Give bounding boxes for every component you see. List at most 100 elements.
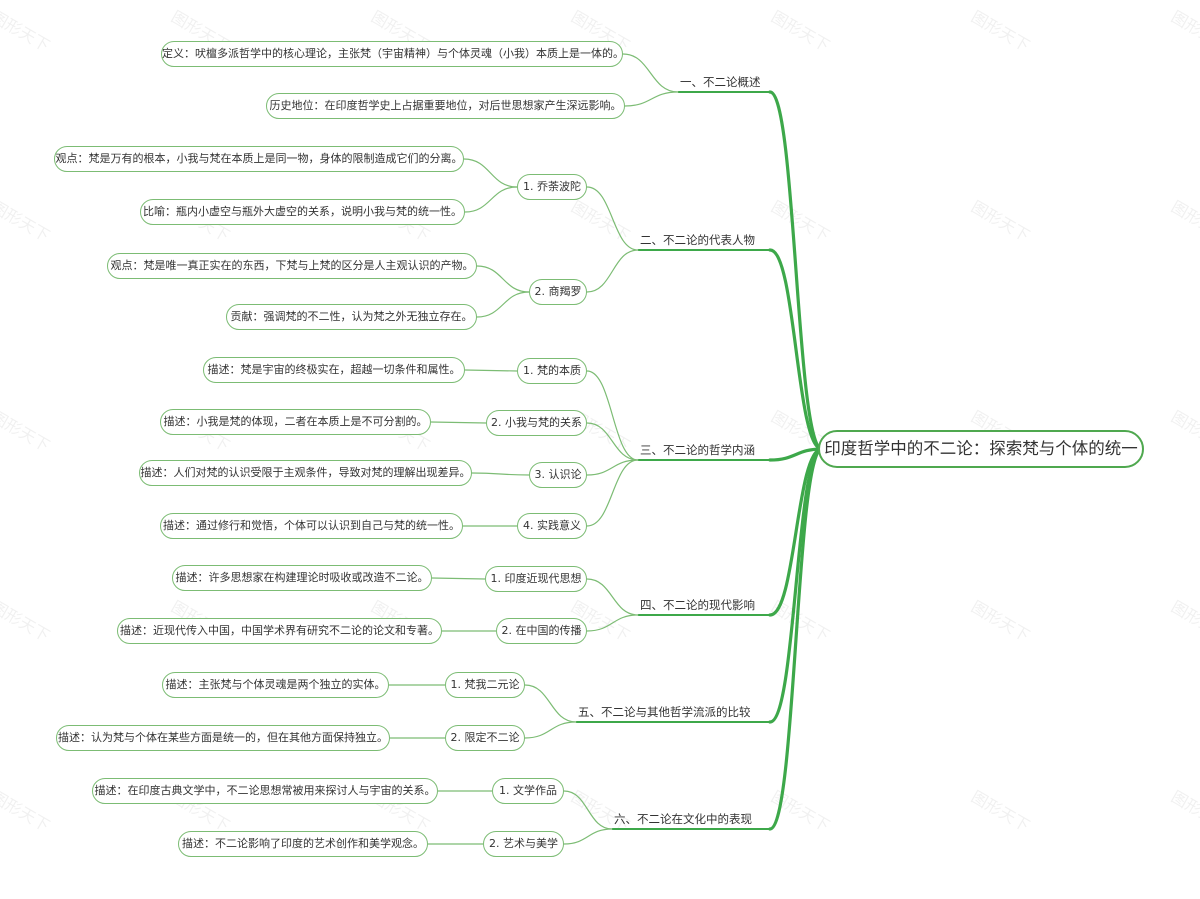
subtopic-label: 2. 商羯罗 <box>534 285 582 298</box>
main-branch-connector <box>768 447 824 462</box>
leaf-historical-status[interactable]: 历史地位：在印度哲学史上占据重要地位，对后世思想家产生深远影响。 <box>266 93 625 119</box>
leaf-dualism-description[interactable]: 描述：主张梵与个体灵魂是两个独立的实体。 <box>162 672 389 698</box>
leaf-connector <box>476 265 530 293</box>
main-branch-connector <box>768 447 824 617</box>
sub-branch-connector <box>524 684 577 723</box>
sub-branch-connector <box>563 790 613 830</box>
leaf-label: 描述：通过修行和觉悟，个体可以认识到自己与梵的统一性。 <box>163 519 460 532</box>
leaf-china-description[interactable]: 描述：近现代传入中国，中国学术界有研究不二论的论文和专著。 <box>117 618 442 644</box>
subtopic-label: 1. 乔荼波陀 <box>523 180 581 193</box>
leaf-definition[interactable]: 定义：吠檀多派哲学中的核心理论，主张梵（宇宙精神）与个体灵魂（小我）本质上是一体… <box>161 41 624 67</box>
leaf-relation-description[interactable]: 描述：小我是梵的体现，二者在本质上是不可分割的。 <box>160 409 431 435</box>
subtopic-label: 2. 限定不二论 <box>450 731 520 744</box>
subtopic-label: 2. 在中国的传播 <box>501 624 582 637</box>
branch-6-topic[interactable]: 六、不二论在文化中的表现 <box>612 809 770 829</box>
leaf-label: 定义：吠檀多派哲学中的核心理论，主张梵（宇宙精神）与个体灵魂（小我）本质上是一体… <box>162 47 624 60</box>
leaf-connector <box>476 291 530 318</box>
main-branch-connector <box>768 248 824 451</box>
sub-branch-connector <box>586 459 639 527</box>
branch-3-topic[interactable]: 三、不二论的哲学内涵 <box>638 440 770 460</box>
leaf-label: 观点：梵是唯一真正实在的东西，下梵与上梵的区分是人主观认识的产物。 <box>110 259 474 272</box>
leaf-epistemology-description[interactable]: 描述：人们对梵的认识受限于主观条件，导致对梵的理解出现差异。 <box>139 460 472 486</box>
subtopic-art-aesthetics[interactable]: 2. 艺术与美学 <box>483 831 564 857</box>
subtopic-label: 1. 梵我二元论 <box>450 678 520 691</box>
leaf-label: 描述：不二论影响了印度的艺术创作和美学观念。 <box>182 837 424 850</box>
leaf-label: 历史地位：在印度哲学史上占据重要地位，对后世思想家产生深远影响。 <box>269 99 622 112</box>
branch-label: 五、不二论与其他哲学流派的比较 <box>578 705 751 719</box>
sub-branch-connector <box>586 249 639 293</box>
branch-label: 四、不二论的现代影响 <box>640 598 755 612</box>
leaf-connector <box>471 472 530 476</box>
leaf-gaudapada-metaphor[interactable]: 比喻：瓶内小虚空与瓶外大虚空的关系，说明小我与梵的统一性。 <box>140 199 465 225</box>
branch-label: 六、不二论在文化中的表现 <box>614 812 752 826</box>
leaf-art-description[interactable]: 描述：不二论影响了印度的艺术创作和美学观念。 <box>178 831 428 857</box>
sub-branch-connector <box>586 370 639 461</box>
sub-branch-connector <box>622 53 679 93</box>
sub-branch-connector <box>524 721 577 739</box>
subtopic-qualified-nondualism[interactable]: 2. 限定不二论 <box>445 725 525 751</box>
subtopic-self-brahman-relation[interactable]: 2. 小我与梵的关系 <box>486 410 587 436</box>
leaf-label: 描述：人们对梵的认识受限于主观条件，导致对梵的理解出现差异。 <box>140 466 471 479</box>
leaf-shankara-contribution[interactable]: 贡献：强调梵的不二性，认为梵之外无独立存在。 <box>226 304 477 330</box>
main-branch-connector <box>768 447 824 831</box>
sub-branch-connector <box>586 578 639 616</box>
sub-branch-connector <box>624 91 679 107</box>
sub-branch-connector <box>586 422 639 461</box>
subtopic-label: 1. 印度近现代思想 <box>490 572 582 585</box>
subtopic-modern-indian-thought[interactable]: 1. 印度近现代思想 <box>485 566 587 592</box>
subtopic-label: 3. 认识论 <box>534 468 582 481</box>
leaf-qualified-description[interactable]: 描述：认为梵与个体在某些方面是统一的，但在其他方面保持独立。 <box>56 725 390 751</box>
branch-5-topic[interactable]: 五、不二论与其他哲学流派的比较 <box>576 702 770 722</box>
root-topic[interactable]: 印度哲学中的不二论：探索梵与个体的统一 <box>818 430 1144 468</box>
subtopic-practical-meaning[interactable]: 4. 实践意义 <box>517 513 587 539</box>
leaf-connector <box>463 158 518 188</box>
branch-2-topic[interactable]: 二、不二论的代表人物 <box>638 230 770 250</box>
subtopic-epistemology[interactable]: 3. 认识论 <box>529 462 587 488</box>
sub-branch-connector <box>586 186 639 251</box>
branch-4-topic[interactable]: 四、不二论的现代影响 <box>638 595 770 615</box>
sub-branch-connector <box>586 614 639 632</box>
leaf-shankara-view[interactable]: 观点：梵是唯一真正实在的东西，下梵与上梵的区分是人主观认识的产物。 <box>107 253 477 279</box>
root-topic-label: 印度哲学中的不二论：探索梵与个体的统一 <box>824 439 1138 458</box>
branch-1-topic[interactable]: 一、不二论概述 <box>678 72 770 92</box>
leaf-connector <box>430 421 487 424</box>
sub-branch-connector <box>586 459 639 476</box>
subtopic-spread-in-china[interactable]: 2. 在中国的传播 <box>496 618 587 644</box>
leaf-label: 描述：在印度古典文学中，不二论思想常被用来探讨人与宇宙的关系。 <box>94 784 436 797</box>
leaf-label: 描述：许多思想家在构建理论时吸收或改造不二论。 <box>175 571 429 584</box>
subtopic-dualism[interactable]: 1. 梵我二元论 <box>445 672 525 698</box>
branch-label: 二、不二论的代表人物 <box>640 233 755 247</box>
leaf-label: 描述：小我是梵的体现，二者在本质上是不可分割的。 <box>163 415 428 428</box>
leaf-modern-indian-description[interactable]: 描述：许多思想家在构建理论时吸收或改造不二论。 <box>172 565 432 591</box>
leaf-connector <box>464 369 518 372</box>
main-branch-connector <box>768 90 824 451</box>
leaf-connector <box>431 577 486 580</box>
subtopic-shankara[interactable]: 2. 商羯罗 <box>529 279 587 305</box>
leaf-label: 观点：梵是万有的根本，小我与梵在本质上是同一物，身体的限制造成它们的分离。 <box>55 152 463 165</box>
leaf-label: 描述：近现代传入中国，中国学术界有研究不二论的论文和专著。 <box>120 624 439 637</box>
leaf-label: 贡献：强调梵的不二性，认为梵之外无独立存在。 <box>230 310 473 323</box>
subtopic-label: 1. 文学作品 <box>499 784 557 797</box>
subtopic-label: 2. 艺术与美学 <box>489 837 558 850</box>
leaf-label: 描述：梵是宇宙的终极实在，超越一切条件和属性。 <box>207 363 461 376</box>
leaf-connector <box>464 186 518 213</box>
branch-label: 一、不二论概述 <box>680 75 761 89</box>
subtopic-label: 2. 小我与梵的关系 <box>491 416 582 429</box>
subtopic-label: 1. 梵的本质 <box>523 364 581 377</box>
leaf-literature-description[interactable]: 描述：在印度古典文学中，不二论思想常被用来探讨人与宇宙的关系。 <box>92 778 438 804</box>
branch-label: 三、不二论的哲学内涵 <box>640 443 755 457</box>
sub-branch-connector <box>563 828 613 845</box>
subtopic-gaudapada[interactable]: 1. 乔荼波陀 <box>517 174 587 200</box>
leaf-label: 描述：认为梵与个体在某些方面是统一的，但在其他方面保持独立。 <box>58 731 388 744</box>
subtopic-nature-of-brahman[interactable]: 1. 梵的本质 <box>517 358 587 384</box>
leaf-practice-description[interactable]: 描述：通过修行和觉悟，个体可以认识到自己与梵的统一性。 <box>160 513 463 539</box>
subtopic-literature[interactable]: 1. 文学作品 <box>492 778 564 804</box>
subtopic-label: 4. 实践意义 <box>523 519 581 532</box>
leaf-label: 描述：主张梵与个体灵魂是两个独立的实体。 <box>165 678 386 691</box>
leaf-nature-description[interactable]: 描述：梵是宇宙的终极实在，超越一切条件和属性。 <box>203 357 465 383</box>
leaf-gaudapada-view[interactable]: 观点：梵是万有的根本，小我与梵在本质上是同一物，身体的限制造成它们的分离。 <box>54 146 464 172</box>
